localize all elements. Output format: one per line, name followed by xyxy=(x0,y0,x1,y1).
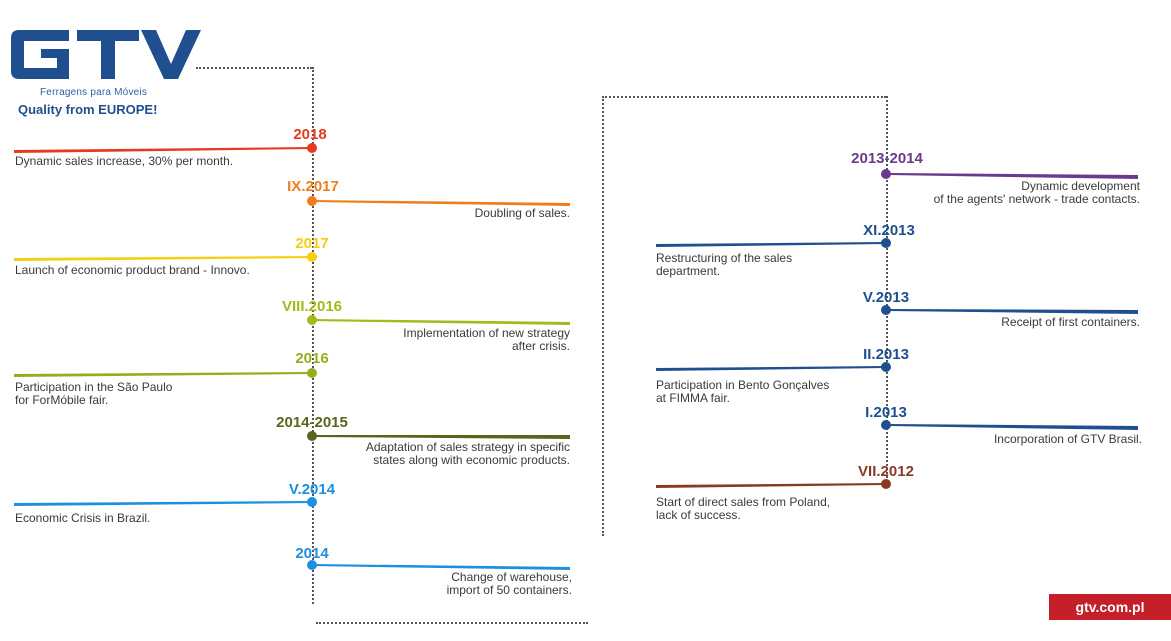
connector-bottom xyxy=(316,622,588,624)
milestone-description: Economic Crisis in Brazil. xyxy=(15,511,151,525)
milestone-pointer xyxy=(14,501,312,506)
milestone-year: 2014 xyxy=(295,545,329,562)
milestone-year: V.2013 xyxy=(862,289,910,306)
milestone-dot xyxy=(307,497,317,507)
milestone-pointer xyxy=(312,435,570,439)
milestone-dot xyxy=(307,252,317,262)
milestone-year: 2017 xyxy=(295,235,329,252)
milestone-dot xyxy=(881,305,891,315)
milestone-description: Change of warehouse, import of 50 contai… xyxy=(446,570,572,597)
milestone-description: Doubling of sales. xyxy=(474,206,570,220)
milestone-pointer xyxy=(14,372,312,377)
milestone-year: VIII.2016 xyxy=(281,298,343,315)
milestone-pointer xyxy=(656,483,886,488)
milestone-pointer xyxy=(886,424,1138,430)
gtv-logo xyxy=(11,30,201,79)
milestone-year: II.2013 xyxy=(863,346,909,363)
milestone-pointer xyxy=(312,319,570,325)
milestone-description: Participation in the São Paulo for ForMó… xyxy=(15,380,173,407)
milestone-year: 2018 xyxy=(293,126,327,143)
milestone-dot xyxy=(307,143,317,153)
milestone-description: Launch of economic product brand - Innov… xyxy=(15,263,250,277)
milestone-description: Adaptation of sales strategy in specific… xyxy=(365,440,570,467)
milestone-dot xyxy=(881,238,891,248)
milestone-year: XI.2013 xyxy=(863,222,915,239)
milestone-dot xyxy=(881,362,891,372)
milestone-year: VII.2012 xyxy=(858,463,914,480)
milestone-pointer xyxy=(886,309,1138,314)
milestone-pointer xyxy=(14,256,312,261)
milestone-pointer xyxy=(14,147,312,153)
milestone-pointer xyxy=(886,173,1138,179)
milestone-pointer xyxy=(312,200,570,206)
milestone-year: 2013-2014 xyxy=(851,150,923,167)
milestone-year: 2016 xyxy=(295,350,329,367)
milestone-dot xyxy=(881,169,891,179)
milestone-year: V.2014 xyxy=(288,481,336,498)
milestone-description: Restructuring of the sales department. xyxy=(656,251,793,278)
brand-slogan: Quality from EUROPE! xyxy=(18,102,158,117)
milestone-dot xyxy=(307,431,317,441)
milestone-dot xyxy=(881,420,891,430)
milestone-dot xyxy=(307,196,317,206)
milestone-description: Dynamic sales increase, 30% per month. xyxy=(15,154,234,168)
milestone-dot xyxy=(307,315,317,325)
milestone-dot xyxy=(307,560,317,570)
brand-tagline: Ferragens para Móveis xyxy=(40,87,148,98)
website-badge[interactable]: gtv.com.pl xyxy=(1049,594,1171,620)
milestone-description: Incorporation of GTV Brasil. xyxy=(993,432,1142,446)
milestone-pointer xyxy=(656,242,886,247)
connector-right-spine xyxy=(886,96,888,486)
connector-top-left xyxy=(196,67,312,69)
milestone-description: Participation in Bento Gonçalves at FIMM… xyxy=(656,378,830,405)
connector-top-right xyxy=(602,96,886,98)
connector-middle xyxy=(602,96,604,536)
milestone-description: Receipt of first containers. xyxy=(1001,315,1140,329)
connector-left-spine xyxy=(312,67,314,604)
milestone-pointer xyxy=(656,366,886,371)
milestone-pointer xyxy=(312,564,570,570)
milestone-description: Implementation of new strategy after cri… xyxy=(403,326,570,353)
milestone-year: 2014-2015 xyxy=(276,414,348,431)
milestone-year: I.2013 xyxy=(865,404,907,421)
milestone-description: Start of direct sales from Poland, lack … xyxy=(656,495,831,522)
milestone-description: Dynamic development of the agents' netwo… xyxy=(933,179,1140,206)
milestone-year: IX.2017 xyxy=(287,178,339,195)
milestone-dot xyxy=(881,479,891,489)
milestone-dot xyxy=(307,368,317,378)
